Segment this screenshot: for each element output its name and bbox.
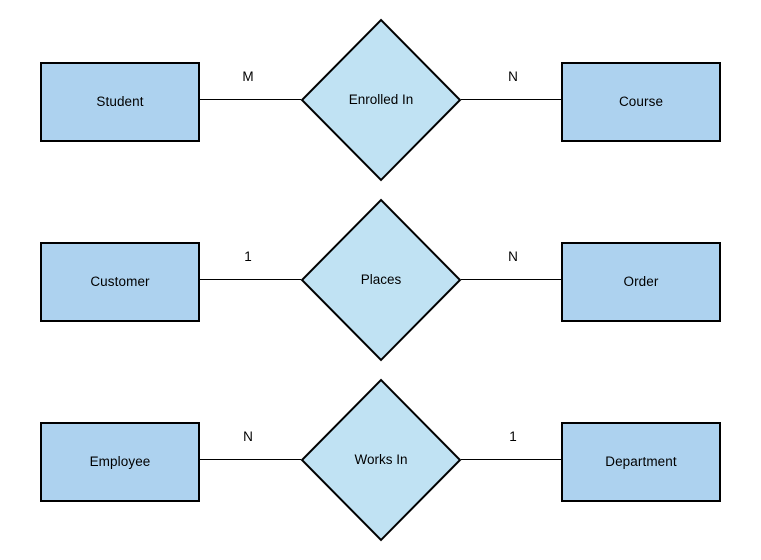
entity-label: Employee (89, 454, 151, 470)
cardinality-label-right: N (508, 249, 518, 264)
er-relationship-row: Customer 1 Places N Order (0, 190, 761, 370)
relationship-diamond[interactable]: Works In (300, 378, 462, 542)
diamond-shape-icon (300, 198, 462, 362)
entity-label: Customer (90, 274, 150, 290)
entity-box-left[interactable]: Customer (40, 242, 200, 322)
cardinality-label-left: 1 (244, 249, 252, 264)
relationship-diamond[interactable]: Enrolled In (300, 18, 462, 182)
cardinality-label-left: N (243, 429, 253, 444)
connector-line-right (461, 99, 562, 100)
connector-line-right (461, 279, 562, 280)
diamond-shape-icon (300, 18, 462, 182)
connector-line-left (200, 99, 301, 100)
connector-line-left (200, 459, 301, 460)
cardinality-label-right: N (508, 69, 518, 84)
entity-box-right[interactable]: Order (561, 242, 721, 322)
connector-line-right (461, 459, 562, 460)
er-relationship-row: Student M Enrolled In N Course (0, 10, 761, 190)
entity-label: Student (96, 94, 144, 110)
entity-box-right[interactable]: Department (561, 422, 721, 502)
entity-box-left[interactable]: Employee (40, 422, 200, 502)
er-relationship-row: Employee N Works In 1 Department (0, 370, 761, 550)
entity-box-left[interactable]: Student (40, 62, 200, 142)
connector-line-left (200, 279, 301, 280)
entity-box-right[interactable]: Course (561, 62, 721, 142)
cardinality-label-right: 1 (509, 429, 517, 444)
cardinality-label-left: M (242, 69, 254, 84)
entity-label: Course (618, 94, 664, 110)
entity-label: Department (605, 454, 677, 470)
entity-label: Order (623, 274, 659, 290)
relationship-diamond[interactable]: Places (300, 198, 462, 362)
diamond-shape-icon (300, 378, 462, 542)
